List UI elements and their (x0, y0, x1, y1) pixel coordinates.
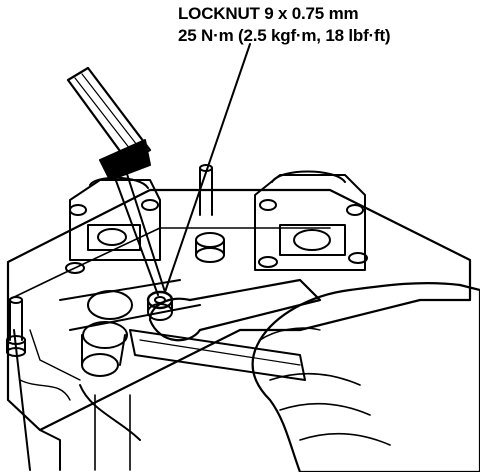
center-stud (195, 164, 225, 263)
locknut-label: LOCKNUT 9 x 0.75 mm (178, 4, 359, 23)
callout-leader (164, 43, 251, 293)
box-wrench (129, 278, 322, 381)
screwdriver (66, 66, 166, 296)
head-bolt (6, 296, 26, 357)
torque-spec-label: 25 N·m (2.5 kgf·m, 18 lbf·ft) (178, 26, 391, 45)
hand (251, 282, 480, 472)
camshaft (59, 279, 201, 471)
right-rocker-assembly (254, 170, 368, 271)
cylinder-head (6, 188, 472, 471)
